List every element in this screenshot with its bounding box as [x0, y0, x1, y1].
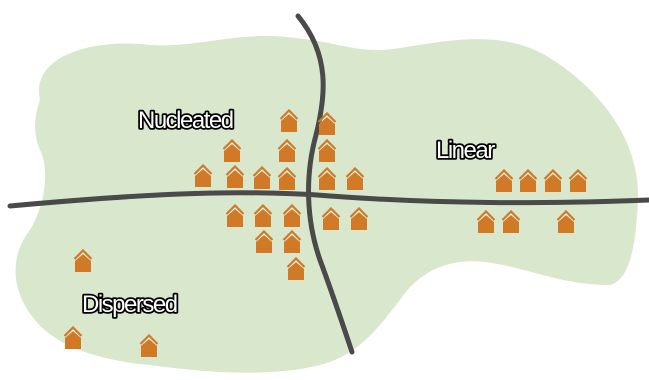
label-nucleated: Nucleated: [138, 107, 233, 134]
label-linear: Linear: [436, 137, 495, 164]
label-dispersed: Dispersed: [82, 291, 177, 318]
land-area: [15, 35, 639, 373]
horizontal-road: [7, 190, 649, 209]
vertical-road: [295, 13, 355, 355]
